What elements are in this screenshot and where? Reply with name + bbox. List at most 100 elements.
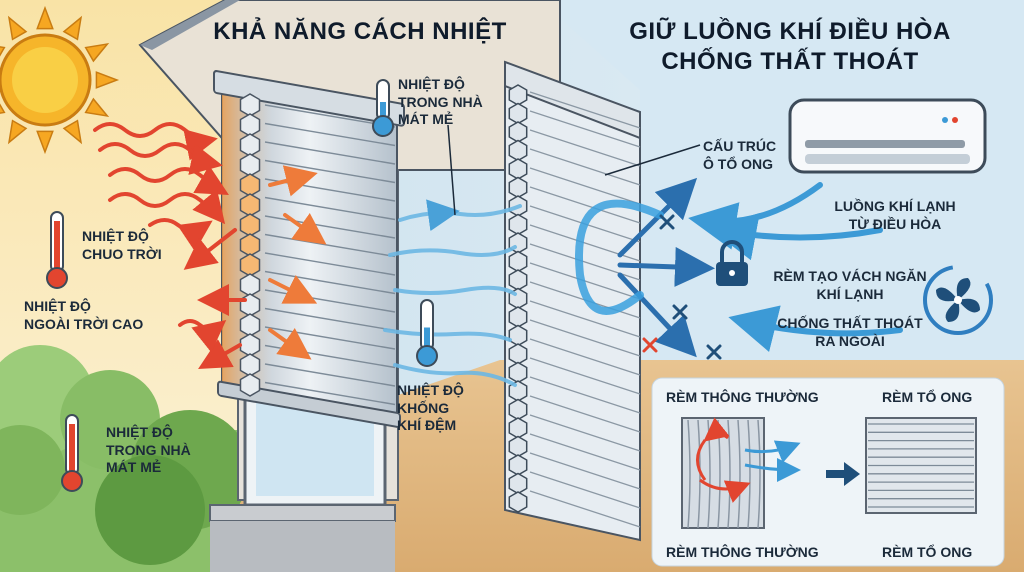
curtain-fold [757,419,761,529]
x-icon [659,214,675,230]
compare-bottom-honeycomb: RÈM TỔ ONG [882,544,973,560]
label-cold-air: LUỒNG KHÍ LẠNH TỪ ĐIỀU HÒA [830,198,960,233]
x-icon [642,337,658,353]
heat-waves [93,122,229,252]
sun-ray [36,5,54,30]
thermometer-icon [61,414,83,492]
shade-pleat [264,233,396,258]
honeycomb-cell [508,139,528,162]
honeycomb-cell [508,269,528,291]
label-loss-line-1: CHỐNG THẤT THOÁT [777,315,923,331]
right-honeycomb-cells [508,84,528,513]
sun-ray [84,42,110,63]
honeycomb-cell [508,158,528,180]
sun-ray [7,15,28,41]
window-sill [209,504,396,522]
shade-pleat [529,395,641,433]
label-barrier-line-2: KHÍ LẠNH [816,285,884,302]
shade-pleat [264,215,396,239]
honeycomb-shade-illustration [865,417,977,514]
barrier-arrows [617,177,715,358]
sun-ray [7,119,28,145]
label-outdoor-high: NHIỆT ĐỘ NGOÀI TRỜI CAO [24,298,143,333]
honeycomb-cell [508,361,528,384]
label-loss: CHỐNG THẤT THOÁT RA NGOÀI [770,315,930,350]
compare-top-honeycomb: RÈM TỔ ONG [882,389,973,405]
label-barrier: RÈM TẠO VÁCH NGĂN KHÍ LẠNH [770,268,930,303]
shade-pleat [529,338,641,376]
label-indoor-bottom-line-3: MÁT MẺ [106,459,162,475]
wall-base [210,521,395,572]
honeycomb-cell [508,343,528,365]
compare-top-regular: RÈM THÔNG THƯỜNG [666,389,819,405]
shade-pleat [529,167,641,205]
shade-pleat [529,433,641,471]
label-honeycomb-line-2: Ô TỔ ONG [703,155,773,172]
lock-icon [716,240,748,286]
shade-pleat [264,363,396,387]
right-honeycomb-shade [504,60,641,542]
label-outdoor-temp-line-2: CHUO TRỜI [82,245,162,262]
honeycomb-cell [239,353,261,377]
air-conditioner-icon [788,98,987,174]
air-loop [575,199,664,315]
label-outdoor-temp-line-1: NHIỆT ĐỘ [82,228,149,244]
shade-pleat [529,490,641,528]
honeycomb-cell [508,491,528,513]
label-indoor-bottom: NHIỆT ĐỘ TRONG NHÀ MÁT MẺ [106,424,191,477]
label-indoor-top: NHIỆT ĐỘ TRONG NHÀ MÁT MẺ [398,76,483,129]
honeycomb-cell [239,213,261,237]
sun-ray [95,71,120,89]
label-indoor-top-line-1: NHIỆT ĐỘ [398,76,465,92]
heat-reflection-arrows [178,228,247,369]
shade-pleat [529,110,641,148]
thermometer-icon [416,299,438,367]
right-title: GIỮ LUỒNG KHÍ ĐIỀU HÒA CHỐNG THẤT THOÁT [610,17,970,77]
left-honeycomb-cells [239,93,261,397]
arrow-right-icon [826,462,860,486]
honeycomb-cell [239,193,261,217]
label-air-buffer: NHIỆT ĐỘ KHỐNG KHÍ ĐỆM [397,382,464,435]
sun-ray [0,46,6,57]
sun-ray [84,97,110,118]
honeycomb-cell [508,213,528,236]
thermometer-icon [46,211,68,289]
label-air-buffer-line-3: KHÍ ĐỆM [397,417,457,433]
honeycomb-cell [508,306,528,328]
honeycomb-cell [508,435,528,458]
shade-pleat [529,471,641,509]
sun-icon [0,5,120,155]
shade-pleat [264,122,396,147]
sun-ray [62,119,83,145]
honeycomb-cell [239,133,261,157]
honeycomb-cell [508,84,528,106]
honeycomb-cell [239,233,261,257]
sun-ray [36,130,54,155]
fan-icon [923,265,993,335]
shade-pleat [264,381,396,406]
label-outdoor-high-line-1: NHIỆT ĐỘ [24,298,91,314]
sun-ray [62,15,83,41]
honeycomb-cell [508,398,528,421]
shade-pleat [529,300,641,338]
honeycomb-cell [239,153,261,177]
label-honeycomb-line-1: CẤU TRÚC [703,138,777,154]
roof-edge [140,0,240,50]
right-title-line-1: GIỮ LUỒNG KHÍ ĐIỀU HÒA [629,18,951,45]
compare-bottom-regular: RÈM THÔNG THƯỜNG [666,544,819,560]
honeycomb-cell [239,253,261,277]
label-indoor-top-line-2: TRONG NHÀ [398,93,483,110]
heat-deflect-arrows [268,165,327,360]
cool-air-flows [383,199,522,387]
shade-pleat [529,148,641,186]
shade-pleat [529,129,641,167]
thermometer-icon [372,79,394,137]
ac-cold-air-arrows [688,182,903,353]
x-icon [672,304,688,320]
label-air-buffer-line-2: KHỐNG [397,399,450,416]
honeycomb-cell [508,324,528,347]
right-title-line-2: CHỐNG THẤT THOÁT [661,48,919,75]
honeycomb-cell [508,472,528,495]
honeycomb-cell [239,173,261,197]
shade-pleat [264,252,396,276]
